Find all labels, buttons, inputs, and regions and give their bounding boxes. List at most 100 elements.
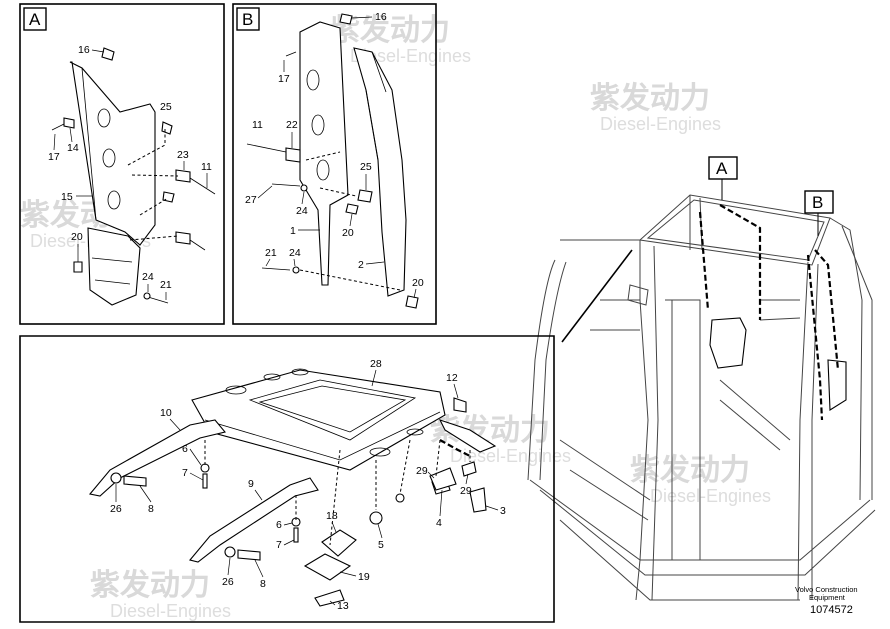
- cab-part-a-lower: [709, 317, 747, 369]
- bracket-front: [438, 419, 497, 453]
- label-8b: 8: [260, 578, 266, 590]
- detail-panel-b: B 16 17 11 22 25 27 24 20: [232, 3, 437, 325]
- clip-29b: [461, 461, 477, 477]
- company-line-1: Volvo Construction: [795, 585, 858, 594]
- label-21: 21: [160, 279, 172, 291]
- label-3: 3: [500, 505, 506, 517]
- label-22: 22: [286, 119, 298, 131]
- clip-20: [345, 203, 359, 215]
- company-line-2: Equipment: [809, 593, 846, 602]
- washer-24: [143, 292, 151, 300]
- label-7b: 7: [276, 539, 282, 551]
- label-2: 2: [358, 259, 364, 271]
- rail-9: [189, 477, 319, 563]
- cab-part-b-lower: [827, 359, 847, 411]
- bracket-22: [285, 147, 301, 163]
- label-16: 16: [375, 11, 387, 23]
- bracket-23: [175, 169, 191, 183]
- label-8: 8: [148, 503, 154, 515]
- lamp-19: [303, 553, 352, 581]
- callout-b-letter: B: [812, 193, 823, 212]
- panel-b-letter-box: [236, 7, 260, 31]
- clip-16: [101, 47, 115, 61]
- screw-7: [202, 473, 208, 489]
- main-exploded-panel: 28 12 10 6 7 26 8 9 6 7 26 8 18 5 19 13 …: [19, 335, 555, 623]
- label-24: 24: [296, 205, 308, 217]
- label-25: 25: [360, 161, 372, 173]
- grommet-x: [395, 493, 405, 503]
- label-17: 17: [278, 73, 290, 85]
- watermark-layer: 紫发动力 Diesel-Engines 紫发动力 Diesel-Engines …: [20, 14, 771, 621]
- washer-24b: [292, 266, 300, 274]
- grommet-5: [369, 511, 383, 525]
- label-20: 20: [71, 231, 83, 243]
- panel-a-letter-box: [23, 7, 47, 31]
- label-16: 16: [78, 44, 90, 56]
- cab-frame-overview: A B: [527, 156, 876, 601]
- watermark-subtext: Diesel-Engines: [650, 486, 771, 506]
- bolt-8: [123, 475, 147, 487]
- label-15: 15: [61, 191, 73, 203]
- label-11: 11: [252, 119, 263, 131]
- rail-10: [88, 419, 226, 497]
- washer-26b: [224, 546, 236, 558]
- watermark-subtext: Diesel-Engines: [350, 46, 471, 66]
- washer-26: [110, 472, 122, 484]
- callout-a-box: [708, 156, 738, 180]
- lower-cover-20: [87, 227, 141, 306]
- document-number: 1074572: [810, 604, 853, 616]
- bolt-3: [469, 487, 487, 513]
- watermark-text: 紫发动力: [630, 454, 750, 487]
- washer-6: [200, 463, 210, 473]
- label-26b: 26: [222, 576, 234, 588]
- bracket-23b: [175, 231, 191, 245]
- washer-24: [300, 184, 308, 192]
- label-28: 28: [370, 358, 382, 370]
- screw-13: [314, 589, 345, 607]
- watermark-subtext: Diesel-Engines: [600, 114, 721, 134]
- footer: Volvo Construction Equipment 1074572: [795, 585, 858, 616]
- label-6: 6: [182, 443, 188, 455]
- main-panel-frame: [19, 335, 555, 623]
- label-29: 29: [416, 465, 428, 477]
- label-29b: 29: [460, 485, 472, 497]
- panel-a-frame: [19, 3, 225, 325]
- clip-20: [73, 261, 83, 273]
- label-26: 26: [110, 503, 122, 515]
- cab-part-b-outline: [806, 249, 840, 421]
- detail-panel-a: A 16 25 17 14 23 11: [19, 3, 225, 325]
- lamp-18: [321, 529, 357, 557]
- watermark-text: 紫发动力: [90, 569, 210, 602]
- pillar-trim-15: [69, 61, 156, 246]
- pillar-trim-1: [299, 21, 349, 286]
- label-20: 20: [342, 227, 354, 239]
- label-27: 27: [245, 194, 257, 206]
- label-12: 12: [446, 372, 458, 384]
- panel-b-frame: [232, 3, 437, 325]
- watermark-text: 紫发动力: [590, 82, 710, 115]
- cab-part-a-outline: [698, 204, 762, 320]
- label-13: 13: [337, 600, 349, 612]
- label-23: 23: [177, 149, 189, 161]
- clip-14: [63, 117, 75, 129]
- label-21: 21: [265, 247, 277, 259]
- label-9: 9: [248, 478, 254, 490]
- label-1: 1: [290, 225, 296, 237]
- label-24: 24: [142, 271, 154, 283]
- screw-7b: [293, 527, 299, 543]
- label-17: 17: [48, 151, 60, 163]
- clip-12: [453, 397, 467, 413]
- label-11: 11: [201, 161, 212, 173]
- label-25: 25: [160, 101, 172, 113]
- panel-b-letter: B: [242, 10, 253, 29]
- label-6b: 6: [276, 519, 282, 531]
- label-18: 18: [326, 510, 338, 522]
- clip-25: [161, 121, 173, 135]
- bolt-8b: [237, 549, 261, 561]
- label-20b: 20: [412, 277, 424, 289]
- label-19: 19: [358, 571, 370, 583]
- label-5: 5: [378, 539, 384, 551]
- clip-16: [339, 13, 353, 25]
- clip-20b: [405, 295, 419, 309]
